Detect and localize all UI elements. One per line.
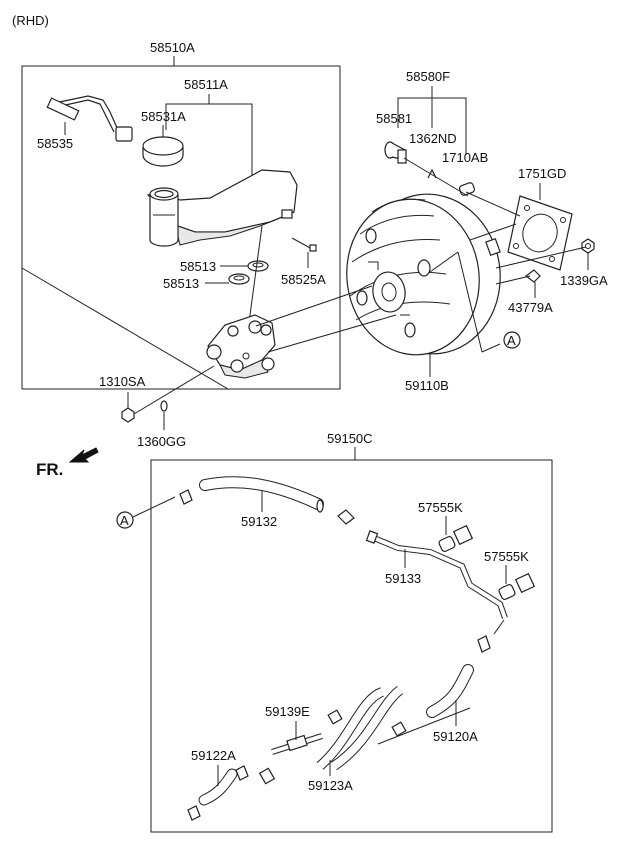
label-1339GA[interactable]: 1339GA — [560, 273, 608, 288]
hose-59123A-icon — [258, 686, 407, 785]
label-58525A[interactable]: 58525A — [281, 272, 326, 287]
clevis-pin-icon — [384, 141, 407, 164]
label-59110B[interactable]: 59110B — [405, 378, 449, 393]
label-58511A[interactable]: 58511A — [184, 77, 228, 92]
pipe-59133-icon — [365, 530, 508, 620]
reservoir-cap-icon — [142, 136, 184, 167]
cap-upper-icon — [438, 524, 474, 553]
nut-1310SA-icon — [121, 407, 135, 423]
screw-icon — [291, 237, 317, 252]
connector-59139E-icon — [271, 733, 323, 755]
washer-1360GG-icon — [160, 400, 168, 412]
label-1310SA[interactable]: 1310SA — [99, 374, 146, 389]
hose-group-box — [150, 459, 553, 833]
master-cylinder-group-box — [21, 65, 341, 390]
washer-icon — [458, 182, 476, 196]
master-cylinder-icon — [206, 314, 276, 379]
hose-59122A-icon — [187, 765, 249, 821]
label-58510A[interactable]: 58510A — [150, 40, 195, 55]
label-1362ND[interactable]: 1362ND — [409, 131, 457, 146]
check-valve-icon — [477, 619, 505, 653]
grommet-upper-icon — [247, 260, 269, 272]
hose-59120A-icon — [426, 664, 474, 718]
label-59120A[interactable]: 59120A — [433, 729, 478, 744]
variant-label: (RHD) — [12, 13, 49, 28]
brake-booster-icon — [346, 193, 501, 356]
ref-a-hose: A — [120, 513, 129, 528]
label-59123A[interactable]: 59123A — [308, 778, 353, 793]
reservoir-icon — [146, 169, 298, 247]
label-43779A[interactable]: 43779A — [508, 300, 553, 315]
label-58581[interactable]: 58581 — [376, 111, 412, 126]
cap-lower-icon — [498, 572, 536, 601]
label-58535[interactable]: 58535 — [37, 136, 73, 151]
clamp-icon — [337, 509, 355, 525]
front-direction-label: FR. — [36, 460, 63, 479]
level-sensor-icon — [46, 95, 133, 142]
label-59133[interactable]: 59133 — [385, 571, 421, 586]
label-58513-lower[interactable]: 58513 — [163, 276, 199, 291]
label-59122A[interactable]: 59122A — [191, 748, 236, 763]
label-1751GD[interactable]: 1751GD — [518, 166, 566, 181]
ref-a-booster: A — [507, 333, 516, 348]
gasket-icon — [507, 195, 573, 271]
label-59132[interactable]: 59132 — [241, 514, 277, 529]
front-arrow-icon — [68, 447, 99, 463]
retainer-clip-icon — [525, 269, 541, 283]
label-57555K-lower[interactable]: 57555K — [484, 549, 529, 564]
nut-icon — [581, 238, 595, 254]
label-58580F[interactable]: 58580F — [406, 69, 450, 84]
ref-circle-a-booster — [503, 331, 521, 349]
ref-circle-a-hose — [116, 511, 134, 529]
label-59150C[interactable]: 59150C — [327, 431, 373, 446]
label-1710AB[interactable]: 1710AB — [442, 150, 488, 165]
label-1360GG[interactable]: 1360GG — [137, 434, 186, 449]
label-58513-upper[interactable]: 58513 — [180, 259, 216, 274]
label-57555K-upper[interactable]: 57555K — [418, 500, 463, 515]
label-59139E[interactable]: 59139E — [265, 704, 310, 719]
label-58531A[interactable]: 58531A — [141, 109, 186, 124]
grommet-lower-icon — [228, 273, 250, 285]
hose-59132-icon — [179, 476, 324, 513]
